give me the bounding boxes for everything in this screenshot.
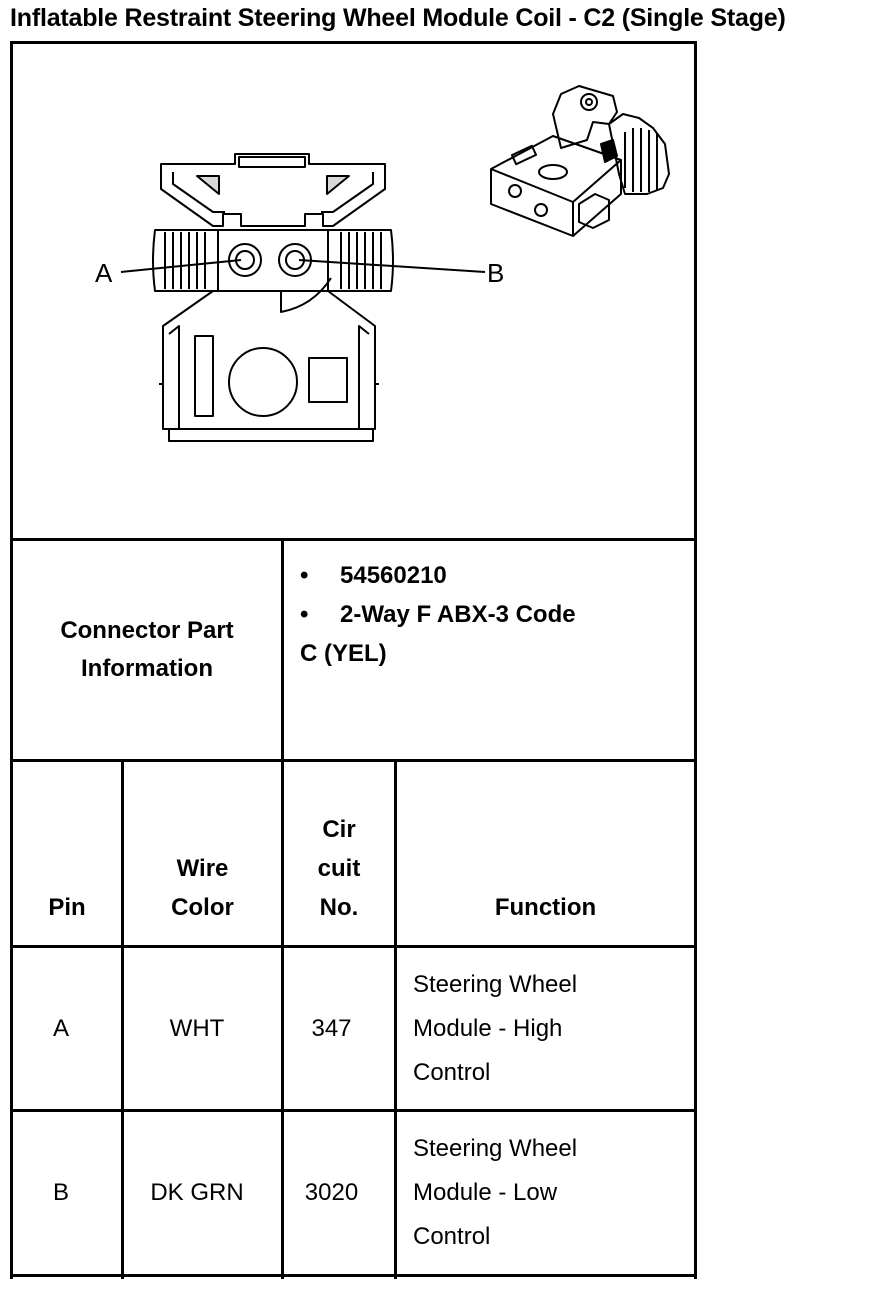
connector-description: 2-Way F ABX-3 Code: [340, 601, 576, 628]
table-cell-pin: A: [52, 1014, 69, 1042]
table-border-right: [694, 538, 697, 1279]
table-divider: [10, 945, 697, 948]
connector-description-cont: C (YEL): [300, 640, 387, 667]
connector-part-info: • 54560210 • 2-Way F ABX-3 Code C (YEL): [284, 538, 695, 761]
bullet-icon: •: [300, 601, 309, 628]
header-circuit-no: Cir cuit No.: [317, 816, 361, 921]
table-cell-circuit: 3020: [304, 1179, 359, 1206]
bullet-item: • 54560210: [300, 556, 695, 595]
table-divider: [121, 759, 124, 1279]
page-title: Inflatable Restraint Steering Wheel Modu…: [10, 4, 786, 32]
connector-figure: A B: [10, 41, 697, 541]
table-border-left: [10, 538, 13, 1279]
table-divider: [10, 759, 697, 762]
pin-b-label: B: [487, 258, 504, 288]
table-divider: [281, 538, 284, 1279]
header-function: Function: [494, 894, 597, 921]
table-border-bottom: [10, 1274, 697, 1277]
table-cell-function: Steering Wheel Module - Low Control: [413, 1135, 578, 1250]
connector-isometric-drawing: [490, 85, 670, 237]
connector-face-drawing: A B: [95, 85, 670, 442]
bullet-icon: •: [300, 562, 309, 589]
connector-part-label-line1: Connector Part: [60, 616, 234, 644]
table-divider: [10, 1109, 697, 1112]
part-number: 54560210: [340, 562, 447, 589]
table-cell-wire-color: DK GRN: [150, 1179, 244, 1206]
table-cell-wire-color: WHT: [169, 1014, 225, 1042]
table-cell-circuit: 347: [311, 1014, 352, 1042]
header-pin: Pin: [48, 894, 86, 921]
connector-part-label-line2: Information: [80, 654, 213, 682]
table-cell-pin: B: [52, 1179, 69, 1206]
table-divider: [394, 759, 397, 1279]
pin-a-label: A: [95, 258, 113, 288]
connector-part-label: Connector Part Information: [13, 538, 281, 761]
table-cell-function: Steering Wheel Module - High Control: [413, 970, 578, 1086]
bullet-item: • 2-Way F ABX-3 Code: [300, 595, 695, 634]
header-wire-color: Wire Color: [171, 855, 234, 921]
